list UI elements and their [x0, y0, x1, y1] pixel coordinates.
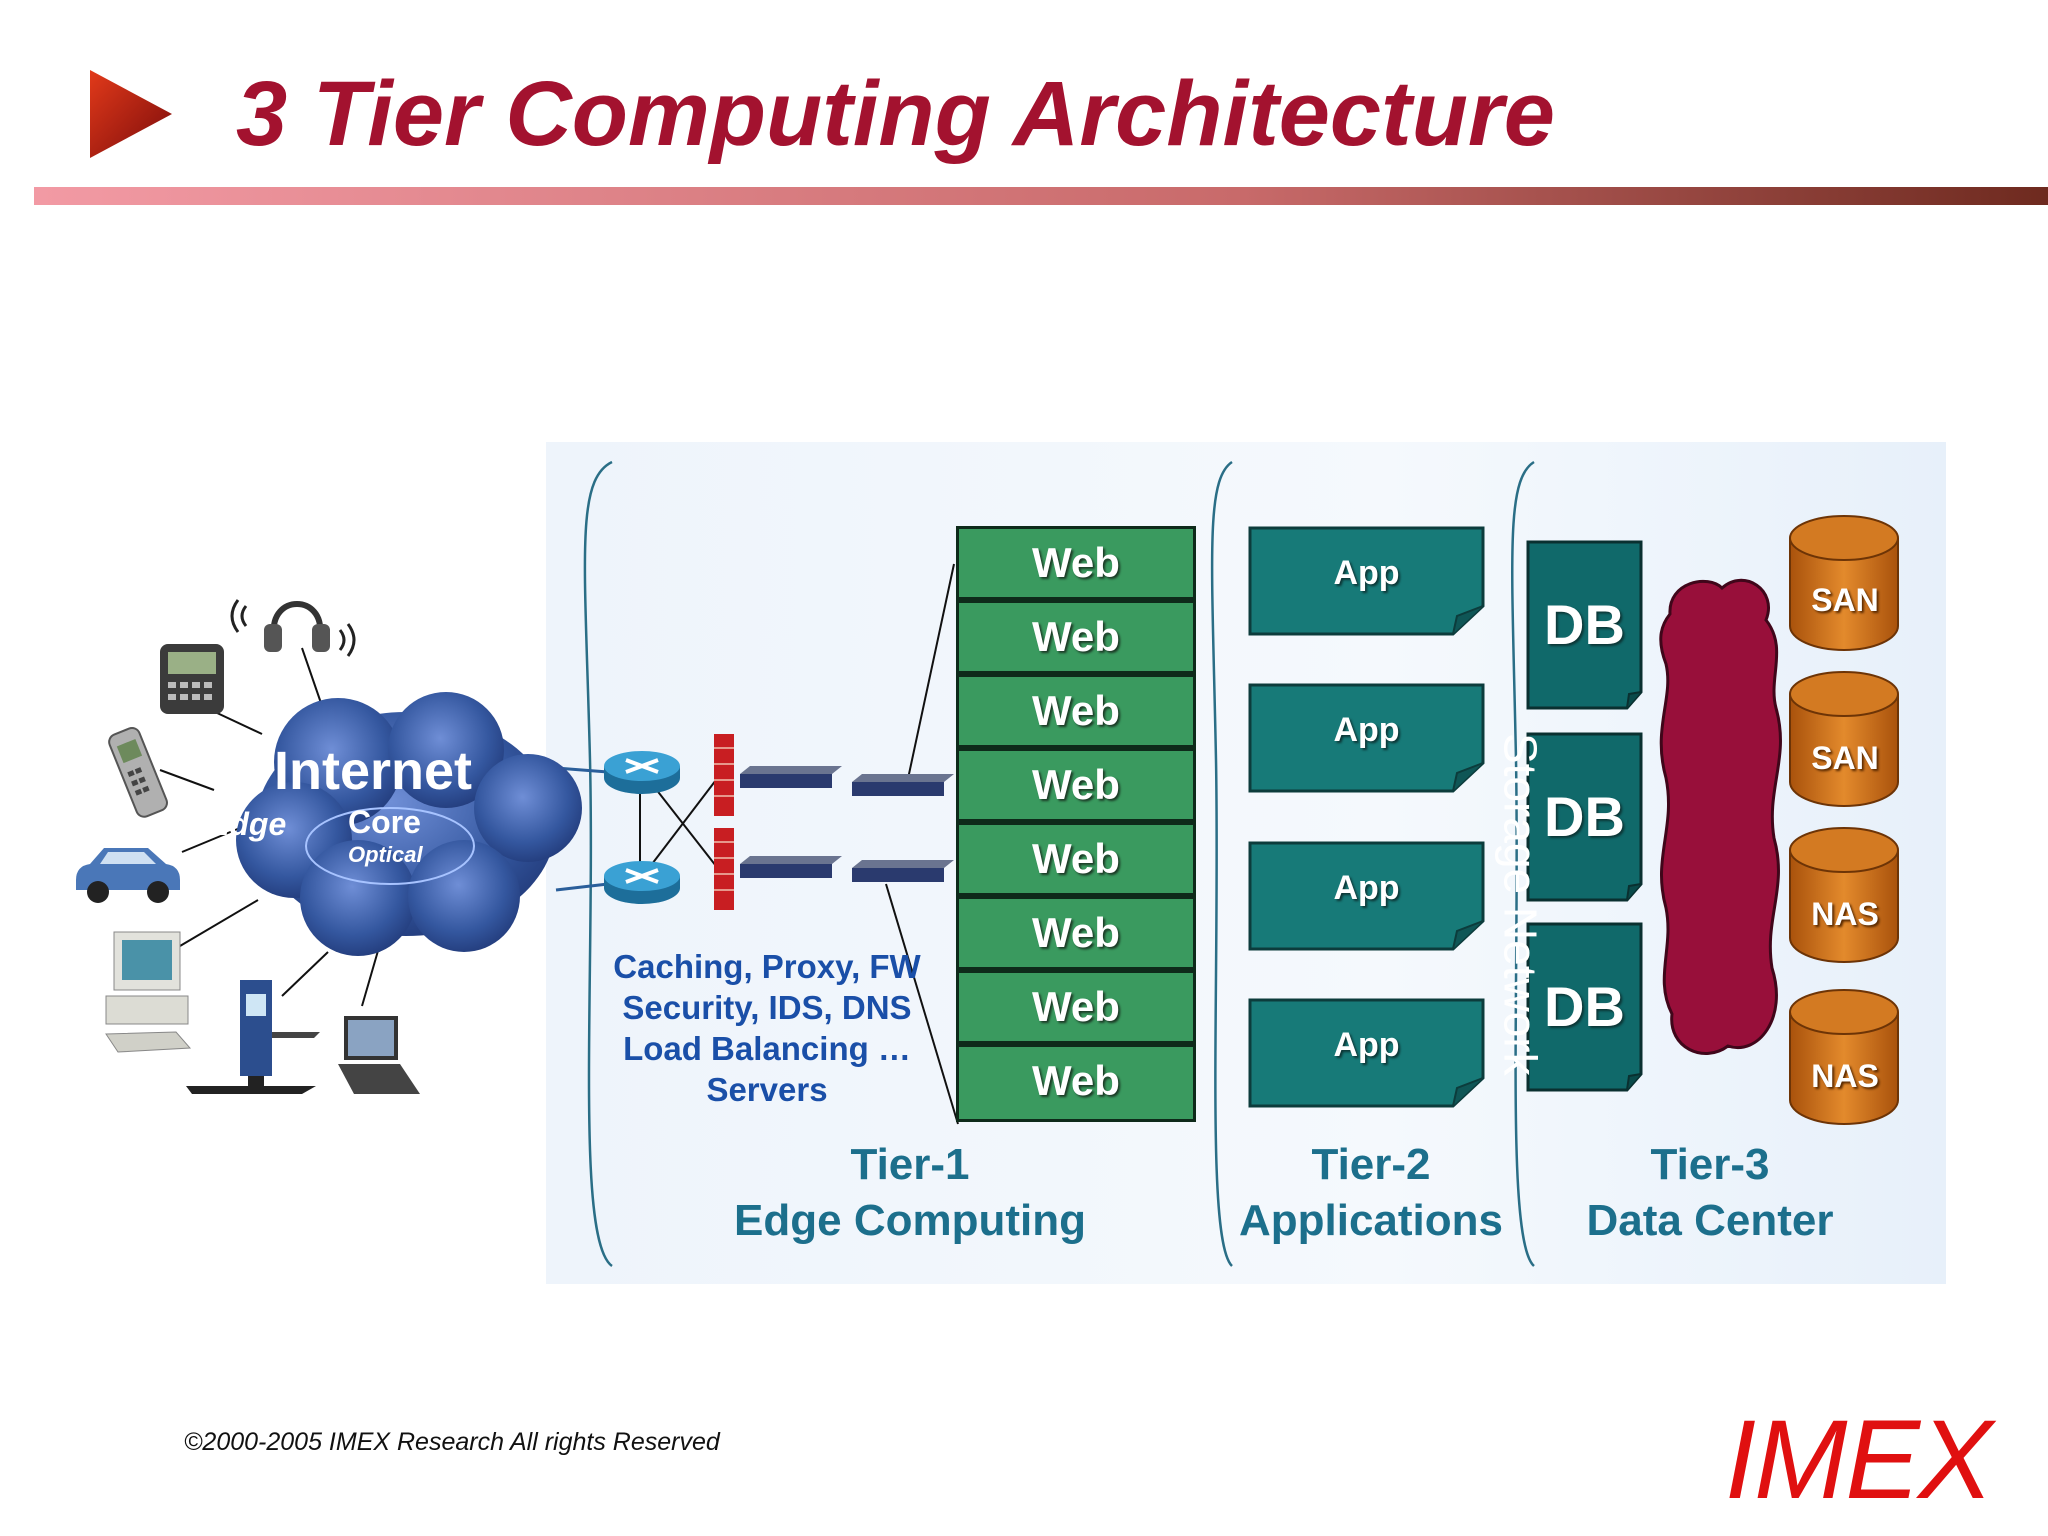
desktop-computer-icon — [105, 931, 192, 1053]
app-label: App — [1333, 869, 1400, 907]
tier1-subtitle: Edge Computing — [734, 1196, 1086, 1245]
storage-label: SAN — [1811, 740, 1879, 776]
storage-label: SAN — [1811, 582, 1879, 618]
tier1-services: Caching, Proxy, FW Security, IDS, DNS Lo… — [598, 946, 936, 1110]
firewall-icon — [714, 828, 734, 910]
kiosk-icon — [186, 980, 320, 1094]
tier1-title: Tier-1 — [850, 1140, 970, 1189]
storage-label: NAS — [1811, 1058, 1879, 1094]
tier2-subtitle: Applications — [1238, 1196, 1504, 1245]
san-storage: SAN — [1786, 668, 1904, 810]
web-server: Web — [956, 674, 1196, 748]
laptop-icon — [338, 1016, 420, 1094]
switch-icon — [852, 860, 954, 882]
storage-network-label: Storage Network — [1494, 733, 1547, 1076]
web-server: Web — [956, 1044, 1196, 1122]
service-line: Security, IDS, DNS — [622, 989, 912, 1026]
router-icon — [604, 861, 680, 904]
page-title: 3 Tier Computing Architecture — [236, 63, 1555, 165]
cellphone-icon — [108, 726, 168, 818]
switch-icon — [740, 766, 842, 788]
tier2-label: Tier-2 Applications — [1226, 1140, 1516, 1246]
tier3-title: Tier-3 — [1650, 1140, 1770, 1189]
db-label: DB — [1544, 785, 1625, 848]
db-server: DB — [1526, 540, 1643, 710]
tier3-subtitle: Data Center — [1586, 1196, 1834, 1245]
app-server: App — [1248, 841, 1485, 951]
core-label: Core — [348, 804, 421, 840]
headset-icon — [230, 599, 356, 657]
san-storage: SAN — [1786, 512, 1904, 654]
service-line: Load Balancing … — [623, 1030, 911, 1067]
web-server: Web — [956, 896, 1196, 970]
app-label: App — [1333, 554, 1400, 592]
internet-label: Internet — [274, 741, 473, 801]
storage-label: NAS — [1811, 896, 1879, 932]
tier1-label: Tier-1 Edge Computing — [700, 1140, 1120, 1246]
nas-storage: NAS — [1786, 824, 1904, 966]
db-label: DB — [1544, 593, 1625, 656]
app-server: App — [1248, 998, 1485, 1108]
service-line: Servers — [706, 1071, 828, 1108]
db-server: DB — [1526, 732, 1643, 902]
db-label: DB — [1544, 975, 1625, 1038]
switch-icon — [852, 774, 954, 796]
title-arrow-icon — [90, 70, 172, 158]
firewall-icon — [714, 734, 734, 816]
car-icon — [76, 848, 180, 903]
app-label: App — [1333, 1026, 1400, 1064]
service-line: Caching, Proxy, FW — [613, 948, 921, 985]
title-underline — [34, 187, 2048, 205]
switch-icon — [740, 856, 842, 878]
router-icon — [604, 751, 680, 794]
web-server: Web — [956, 748, 1196, 822]
app-server: App — [1248, 683, 1485, 793]
tier3-label: Tier-3 Data Center — [1540, 1140, 1880, 1246]
db-server: DB — [1526, 922, 1643, 1092]
nas-storage: NAS — [1786, 986, 1904, 1128]
copyright-notice: ©2000-2005 IMEX Research All rights Rese… — [184, 1428, 720, 1456]
app-label: App — [1333, 711, 1400, 749]
web-server: Web — [956, 600, 1196, 674]
web-server: Web — [956, 526, 1196, 600]
app-server: App — [1248, 526, 1485, 636]
web-server: Web — [956, 970, 1196, 1044]
pager-icon — [160, 644, 224, 714]
web-server: Web — [956, 822, 1196, 896]
optical-label: Optical — [348, 842, 423, 867]
tier2-title: Tier-2 — [1311, 1140, 1431, 1189]
storage-network-shape — [1659, 578, 1782, 1055]
imex-logo: IMEX — [1725, 1397, 1993, 1522]
internet-cloud — [236, 692, 582, 956]
edge-label: Edge — [208, 806, 287, 842]
